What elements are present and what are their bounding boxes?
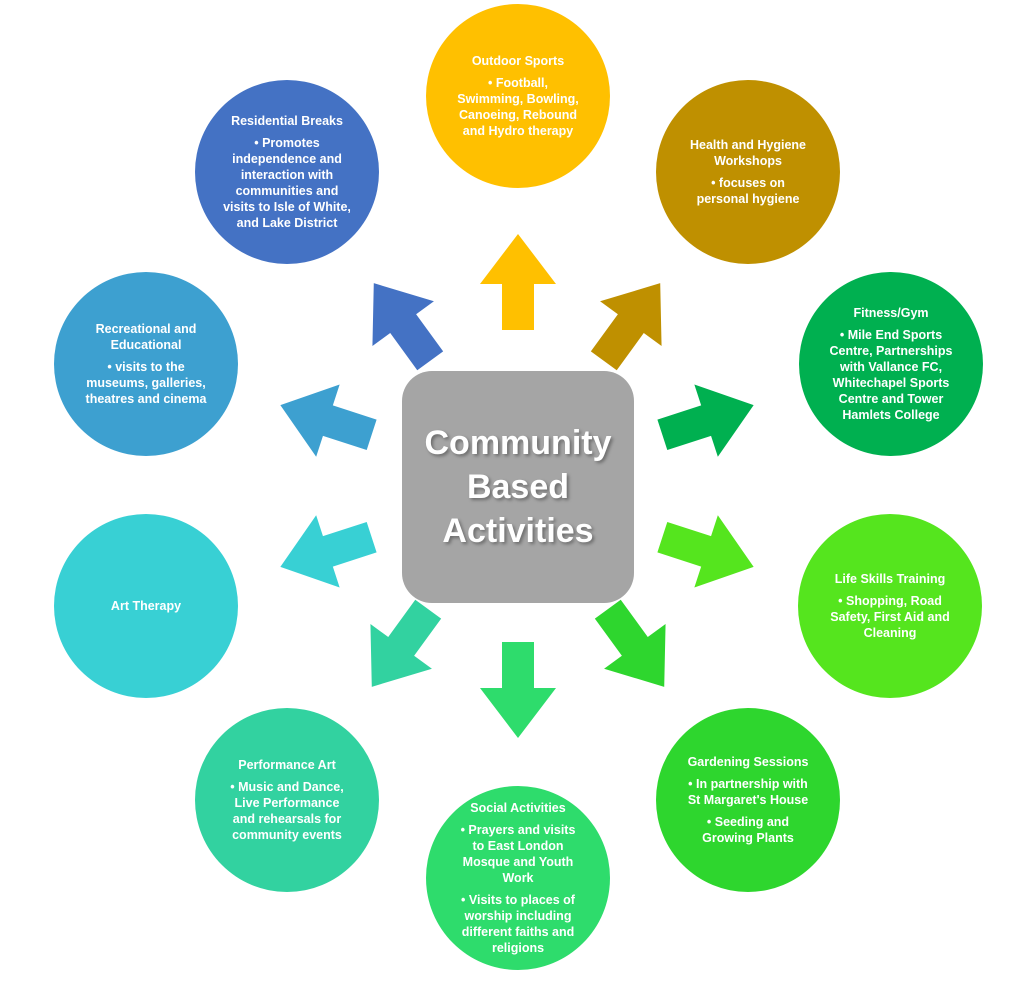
center-line-1: Community <box>424 423 612 462</box>
node-title-gardening: Gardening Sessions <box>687 755 809 769</box>
node-title-social: Social Activities <box>470 801 566 815</box>
bullet-item: • focuses on personal hygiene <box>696 176 800 206</box>
node-bullets-residential: • Promotes independence and interaction … <box>223 135 351 231</box>
bullet-item: • Shopping, Road Safety, First Aid and C… <box>830 594 950 640</box>
center-line-3: Activities <box>442 512 594 551</box>
node-title-fitness-gym: Fitness/Gym <box>853 306 929 320</box>
node-recreational: Recreational and Educational • visits to … <box>54 272 238 456</box>
node-title-life-skills: Life Skills Training <box>834 572 946 586</box>
node-bullets-performance-art: • Music and Dance, Live Performance and … <box>223 779 351 843</box>
node-residential: Residential Breaks • Promotes independenc… <box>195 80 379 264</box>
bullet-item: • Prayers and visits to East London Mosq… <box>460 823 576 885</box>
node-life-skills: Life Skills Training • Shopping, Road Saf… <box>798 514 982 698</box>
node-bullets-recreational: • visits to the museums, galleries, thea… <box>82 359 210 407</box>
node-bullets-outdoor-sports: • Football, Swimming, Bowling, Canoeing,… <box>454 75 582 139</box>
node-bullets-gardening: • In partnership with St Margaret's Hous… <box>684 776 812 846</box>
arrow-to-outdoor-sports <box>480 234 556 330</box>
bullet-item: • Mile End Sports Centre, Partnerships w… <box>829 328 953 422</box>
bullet-item: • Music and Dance, Live Performance and … <box>230 780 344 842</box>
node-bullets-health-hygiene: • focuses on personal hygiene <box>684 175 812 207</box>
bullet-item: • Football, Swimming, Bowling, Canoeing,… <box>457 76 579 138</box>
node-gardening: Gardening Sessions • In partnership with … <box>656 708 840 892</box>
center-line-2: Based <box>466 467 570 506</box>
bullet-item: • Promotes independence and interaction … <box>223 136 351 230</box>
node-outdoor-sports: Outdoor Sports • Football, Swimming, Bowl… <box>426 4 610 188</box>
arrow-to-health-hygiene <box>590 283 662 371</box>
bullet-item: • Seeding and Growing Plants <box>702 815 794 845</box>
node-fitness-gym: Fitness/Gym • Mile End Sports Centre, Par… <box>799 272 983 456</box>
node-art-therapy: Art Therapy <box>54 514 238 698</box>
node-title-recreational: Recreational and Educational <box>95 322 197 352</box>
node-bullets-life-skills: • Shopping, Road Safety, First Aid and C… <box>826 593 954 641</box>
node-performance-art: Performance Art • Music and Dance, Live P… <box>195 708 379 892</box>
bullet-item: • Visits to places of worship including … <box>461 893 575 955</box>
node-health-hygiene: Health and Hygiene Workshops • focuses on… <box>656 80 840 264</box>
node-bullets-social: • Prayers and visits to East London Mosq… <box>454 822 582 956</box>
bullet-item: • visits to the museums, galleries, thea… <box>85 360 207 406</box>
node-title-outdoor-sports: Outdoor Sports <box>471 54 565 68</box>
bullet-item: • In partnership with St Margaret's Hous… <box>687 777 809 807</box>
arrow-to-social <box>480 642 556 738</box>
arrow-to-gardening <box>594 599 666 687</box>
arrow-to-recreational <box>280 384 377 457</box>
node-title-art-therapy: Art Therapy <box>110 599 182 613</box>
node-bullets-fitness-gym: • Mile End Sports Centre, Partnerships w… <box>827 327 955 423</box>
node-title-health-hygiene: Health and Hygiene Workshops <box>690 138 806 168</box>
arrow-to-performance-art <box>370 599 442 687</box>
arrow-to-art-therapy <box>280 515 377 588</box>
arrow-to-residential <box>372 283 444 371</box>
node-title-performance-art: Performance Art <box>238 758 336 772</box>
node-title-residential: Residential Breaks <box>231 114 343 128</box>
center-hub: Community Based Activities <box>402 371 634 603</box>
node-social: Social Activities • Prayers and visits to… <box>426 786 610 970</box>
arrow-to-life-skills <box>657 515 754 588</box>
arrow-to-fitness-gym <box>657 384 754 457</box>
